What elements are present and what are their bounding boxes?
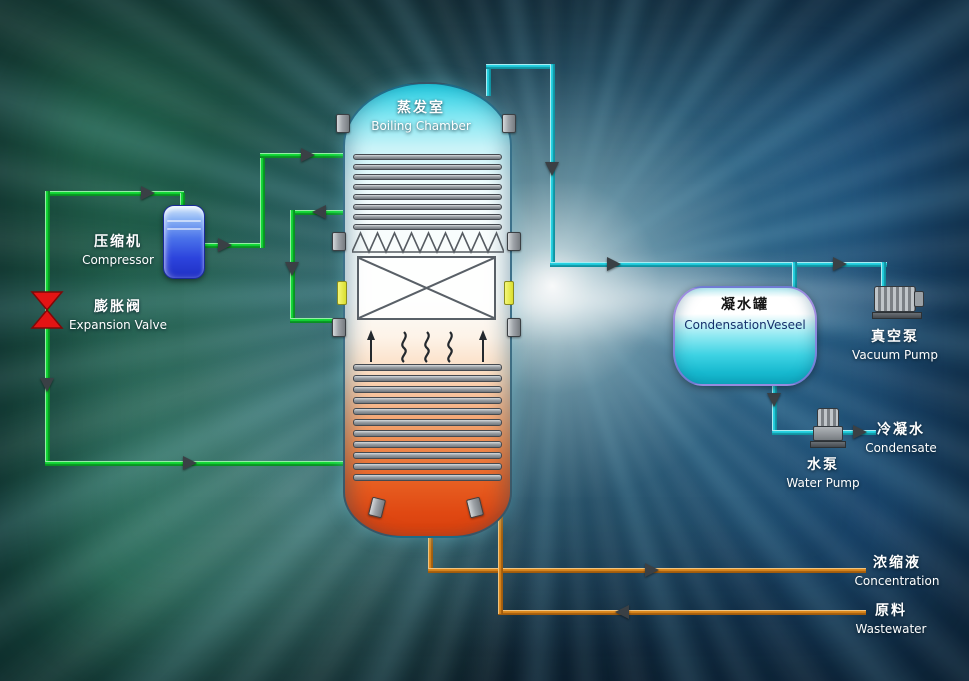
demister-zigzag [352, 230, 504, 254]
flow-arrow [312, 205, 326, 219]
flow-arrow [607, 257, 621, 271]
flow-arrow [853, 425, 867, 439]
flow-arrow [141, 186, 155, 200]
heat-exchanger-coil-top [352, 152, 503, 232]
coil-tube [353, 364, 502, 371]
boiling-chamber-label-zh: 蒸发室 [396, 100, 445, 116]
sight-glass [337, 281, 347, 305]
water-pump-casing [813, 426, 843, 441]
wastewater-label-zh: 原料 [874, 603, 907, 619]
vacuum-pump-label-en: Vacuum Pump [852, 348, 938, 362]
refrigerant-pipe [201, 243, 263, 248]
condensation-vessel-label-en: CondensationVeseel [684, 318, 806, 332]
vapor-pipe [486, 64, 491, 96]
refrigerant-pipe [45, 191, 184, 196]
coil-tube [353, 194, 502, 200]
flow-arrow [833, 257, 847, 271]
coil-tube [353, 419, 502, 426]
coil-tube [353, 224, 502, 230]
refrigerant-pipe [180, 193, 185, 209]
compressor-label: 压缩机 Compressor [82, 232, 154, 269]
compressor-icon [163, 205, 205, 279]
condensation-vessel-label-zh: 凝水罐 [721, 297, 769, 313]
refrigerant-pipe [260, 153, 265, 248]
vessel-nozzle-flange [507, 318, 521, 337]
wastewater-pipe [498, 515, 503, 614]
compressor-label-en: Compressor [82, 253, 154, 267]
coil-tube [353, 184, 502, 190]
condensation-vessel: 凝水罐 CondensationVeseel [673, 286, 817, 386]
coil-tube [353, 375, 502, 382]
flow-arrow [40, 378, 54, 392]
vacuum-pump-icon [872, 282, 924, 322]
concentration-pipe [428, 522, 433, 572]
coil-tube [353, 474, 502, 481]
expansion-valve-icon [30, 291, 64, 329]
coil-tube [353, 463, 502, 470]
flow-arrow [767, 393, 781, 407]
water-pump-label: 水泵 Water Pump [786, 455, 859, 492]
vapor-pipe [792, 262, 797, 304]
vacuum-pump-base [872, 312, 922, 319]
vessel-nozzle-flange [502, 114, 516, 133]
coil-tube [353, 408, 502, 415]
flow-arrow [615, 605, 629, 619]
boiling-chamber-vessel [343, 82, 512, 538]
compressor-label-zh: 压缩机 [93, 234, 142, 250]
coil-tube [353, 164, 502, 170]
sight-glass [504, 281, 514, 305]
refrigerant-pipe [290, 318, 345, 323]
vessel-nozzle-flange [336, 114, 350, 133]
vapor-pipe [550, 262, 797, 267]
water-pump-motor [817, 408, 839, 428]
flow-arrow [301, 148, 315, 162]
wastewater-label-en: Wastewater [855, 622, 927, 636]
coil-tube [353, 214, 502, 220]
vessel-nozzle-flange [507, 232, 521, 251]
water-pump-base [810, 441, 846, 448]
boiling-chamber-label-en: Boiling Chamber [371, 119, 471, 133]
boiling-chamber-label: 蒸发室 Boiling Chamber [371, 98, 471, 135]
vapor-pipe [486, 64, 555, 69]
flow-arrow [645, 563, 659, 577]
vessel-nozzle-flange [332, 232, 346, 251]
water-pump-label-en: Water Pump [786, 476, 860, 490]
coil-tube [353, 204, 502, 210]
wastewater-pipe [498, 610, 866, 615]
coil-tube [353, 154, 502, 160]
flow-arrow [285, 262, 299, 276]
water-pump-label-zh: 水泵 [806, 457, 839, 473]
coil-tube [353, 441, 502, 448]
flow-arrow [545, 162, 559, 176]
concentration-label-en: Concentration [854, 574, 940, 588]
coil-tube [353, 430, 502, 437]
heat-exchanger-xbox [357, 256, 496, 320]
expansion-valve-label-en: Expansion Valve [68, 318, 168, 332]
coil-tube [353, 397, 502, 404]
compressor-band [167, 228, 201, 230]
condensate-label-en: Condensate [865, 441, 937, 455]
vacuum-pump-endcap [914, 291, 924, 307]
vacuum-pump-body [874, 286, 916, 312]
expansion-valve-label: 膨胀阀 Expansion Valve [69, 297, 167, 334]
condensate-label-zh: 冷凝水 [877, 422, 925, 438]
coil-tube [353, 452, 502, 459]
coil-tube [353, 174, 502, 180]
vacuum-pump-label-zh: 真空泵 [870, 329, 919, 345]
heat-exchanger-coil-bottom [352, 362, 503, 483]
coil-tube [353, 386, 502, 393]
vessel-nozzle-flange [332, 318, 346, 337]
wastewater-label: 原料 Wastewater [856, 601, 927, 638]
flow-arrow [183, 456, 197, 470]
water-pump-icon [808, 408, 846, 450]
concentration-label: 浓缩液 Concentration [855, 553, 940, 590]
steam-arrows [367, 330, 487, 363]
concentration-label-zh: 浓缩液 [872, 555, 921, 571]
vacuum-pump-label: 真空泵 Vacuum Pump [852, 327, 938, 364]
vacuum-pipe [881, 262, 886, 290]
compressor-band [167, 220, 201, 222]
condensate-label: 冷凝水 Condensate [865, 420, 937, 457]
flow-arrow [218, 238, 232, 252]
expansion-valve-label-zh: 膨胀阀 [94, 299, 142, 315]
